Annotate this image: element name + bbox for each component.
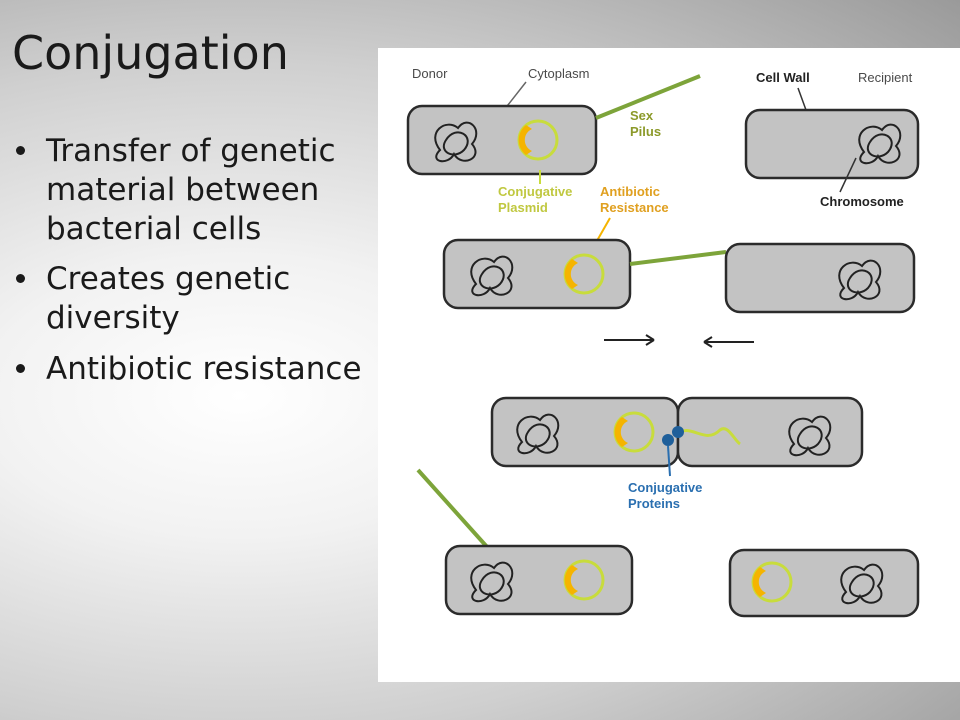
recipient-cell-2 [724,242,916,314]
arrow-right-head-icon [645,334,655,346]
chromosome-pointer [839,157,857,193]
slide-title: Conjugation [12,26,289,80]
bullet-text: Antibiotic resistance [46,350,362,387]
recipient-cell-3 [676,396,864,468]
cytoplasm-label: Cytoplasm [528,66,589,81]
sex-pilus-label-line2: Pilus [630,124,661,139]
donor-cell-3 [490,396,680,468]
conjugation-diagram: Donor Cytoplasm Cell Wall Recipient Sex … [378,48,960,682]
antibiotic-label-line1: Antibiotic [600,184,660,199]
chromosome-label: Chromosome [820,194,904,209]
sex-pilus-2 [629,250,727,266]
conj-proteins-label-line2: Proteins [628,496,680,511]
cell-wall-label: Cell Wall [756,70,810,85]
donor-label: Donor [412,66,448,81]
arrow-left-head-icon [703,336,713,348]
recipient-label: Recipient [858,70,913,85]
sex-pilus [595,74,701,120]
bullet-dot-icon [16,274,25,284]
bullet-dot-icon [16,146,25,155]
bullet-item: Creates genetic diversity [12,260,372,338]
protein-icon [672,426,684,438]
bullet-dot-icon [16,363,25,373]
donor-cell-2 [442,238,632,310]
antibiotic-label-line2: Resistance [600,200,669,215]
bullet-text: Creates genetic diversity [46,261,291,336]
bullet-item: Transfer of genetic material between bac… [12,132,372,248]
proteins-pointer [667,445,671,477]
protein-icon [662,434,674,446]
conj-proteins-label-line1: Conjugative [628,480,702,495]
cell-wall-pointer [797,87,807,111]
conj-plasmid-label-line2: Plasmid [498,200,548,215]
transferred-dna [672,427,741,446]
bullet-list: Transfer of genetic material between bac… [12,132,372,401]
sex-pilus-4 [416,468,490,550]
conj-plasmid-label-line1: Conjugative [498,184,572,199]
bullet-text: Transfer of genetic material between bac… [46,133,336,247]
bullet-item: Antibiotic resistance [12,350,372,389]
sex-pilus-label-line1: Sex [630,108,654,123]
